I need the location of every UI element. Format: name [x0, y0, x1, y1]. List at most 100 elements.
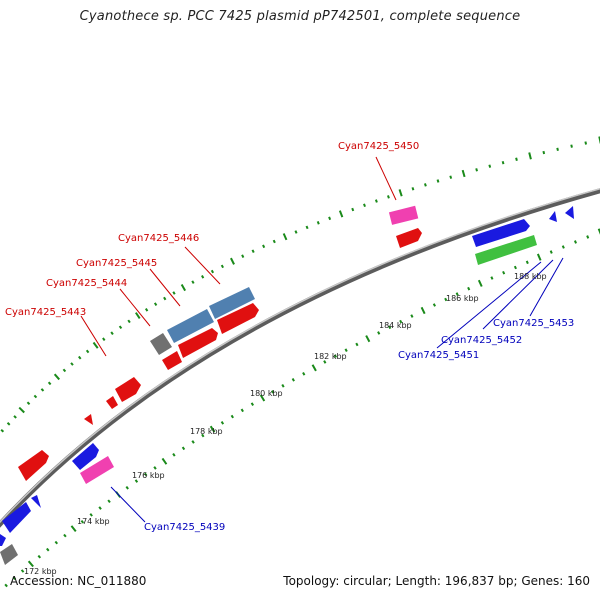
minor-tick [80, 519, 85, 524]
position-label: 178 kbp [190, 427, 223, 436]
position-label: 182 kbp [314, 352, 347, 361]
minor-tick [240, 408, 244, 413]
minor-tick [125, 485, 129, 490]
minor-tick [355, 342, 359, 347]
position-label: 184 kbp [379, 321, 412, 330]
minor-tick [475, 168, 478, 172]
minor-tick [351, 207, 355, 212]
gene-labels: Cyan7425_5450 Cyan7425_5446 Cyan7425_544… [5, 141, 574, 533]
minor-tick [33, 394, 38, 399]
major-tick [597, 228, 600, 235]
major-tick [477, 279, 483, 287]
minor-tick [54, 540, 59, 545]
callout-lines [80, 156, 564, 523]
gene-red-arrow-4[interactable] [18, 450, 49, 481]
gene-steel-box-1[interactable] [167, 309, 214, 343]
gene-label-cyan7425-5451[interactable]: Cyan7425_5451 [398, 350, 479, 361]
minor-tick [488, 164, 492, 168]
minor-tick [449, 175, 453, 179]
minor-tick [387, 195, 390, 199]
minor-tick [26, 401, 31, 406]
gene-label-cyan7425-5452[interactable]: Cyan7425_5452 [441, 335, 522, 346]
gene-label-cyan7425-5450[interactable]: Cyan7425_5450 [338, 141, 419, 152]
gene-blue-arrow[interactable] [472, 219, 530, 247]
minor-tick [70, 362, 74, 366]
minor-tick [241, 254, 245, 258]
major-tick [92, 341, 99, 349]
major-tick [461, 169, 466, 178]
minor-tick [6, 422, 11, 426]
minor-tick [272, 239, 276, 244]
major-tick [209, 425, 216, 433]
minor-tick [118, 325, 123, 330]
minor-tick [37, 554, 42, 559]
minor-tick [251, 249, 255, 254]
minor-tick [294, 230, 298, 234]
minor-tick [377, 331, 381, 335]
major-tick [338, 210, 344, 218]
minor-tick [172, 291, 176, 295]
gene-cyan7425-5450-box[interactable] [388, 205, 419, 225]
gene-pink-box[interactable] [80, 456, 114, 484]
minor-tick [0, 429, 5, 433]
gene-label-cyan7425-5445[interactable]: Cyan7425_5445 [76, 258, 157, 269]
gene-red-tiny[interactable] [84, 414, 93, 425]
minor-tick [230, 414, 234, 419]
minor-tick [561, 245, 565, 249]
minor-tick [89, 513, 93, 517]
minor-tick [250, 402, 255, 406]
minor-tick [62, 368, 67, 373]
minor-tick [201, 433, 205, 438]
minor-tick [556, 147, 559, 151]
gene-red-arrow-2[interactable] [115, 377, 141, 402]
minor-tick [542, 150, 546, 155]
major-tick [53, 373, 61, 381]
major-tick [230, 257, 235, 265]
minor-tick [388, 325, 392, 330]
sequence-summary: Topology: circular; Length: 196,837 bp; … [283, 574, 590, 588]
gene-blue-small-2[interactable] [565, 206, 574, 219]
gene-label-cyan7425-5443[interactable]: Cyan7425_5443 [5, 307, 86, 318]
gene-label-cyan7425-5446[interactable]: Cyan7425_5446 [118, 233, 199, 244]
position-label: 176 kbp [132, 471, 165, 480]
gene-features [0, 205, 574, 565]
minor-tick [144, 472, 148, 477]
gene-blue-edge[interactable] [0, 534, 6, 546]
gene-red-arrow[interactable] [396, 228, 422, 248]
minor-tick [399, 319, 403, 324]
minor-tick [210, 269, 215, 274]
gene-blue-small-1[interactable] [549, 211, 557, 222]
minor-tick [305, 225, 309, 230]
position-labels: 172 kbp 174 kbp 176 kbp 178 kbp 180 kbp … [24, 272, 547, 576]
minor-tick [153, 302, 158, 306]
position-label: 172 kbp [24, 567, 57, 576]
minor-tick [584, 141, 588, 145]
minor-tick [144, 308, 149, 312]
gene-label-cyan7425-5439[interactable]: Cyan7425_5439 [144, 522, 225, 533]
page-title: Cyanothece sp. PCC 7425 plasmid pP742501… [79, 9, 521, 24]
gene-red-arrow-3[interactable] [106, 396, 118, 409]
gene-gray-box[interactable] [150, 333, 172, 355]
gene-gray-edge[interactable] [0, 544, 18, 565]
gene-steel-box-2[interactable] [209, 287, 255, 319]
major-tick [135, 312, 141, 320]
gene-label-cyan7425-5453[interactable]: Cyan7425_5453 [493, 318, 574, 329]
minor-tick [302, 371, 306, 376]
gene-green-box[interactable] [475, 235, 537, 265]
minor-tick [163, 296, 167, 301]
minor-tick [586, 235, 590, 239]
major-tick [420, 306, 426, 315]
gene-red-long-1[interactable] [178, 328, 218, 358]
outer-tick-track [0, 136, 600, 433]
minor-tick [181, 446, 186, 451]
gene-red-small[interactable] [162, 351, 182, 370]
gene-blue-small-3[interactable] [31, 495, 41, 508]
minor-tick [573, 240, 577, 244]
gene-label-cyan7425-5444[interactable]: Cyan7425_5444 [46, 278, 127, 289]
position-label: 174 kbp [77, 517, 110, 526]
major-tick [528, 152, 532, 160]
accession-text: Accession: NC_011880 [10, 574, 147, 588]
gene-blue-arrow-3[interactable] [2, 502, 31, 533]
gene-blue-arrow-2[interactable] [72, 443, 99, 470]
gene-red-long-2[interactable] [217, 303, 259, 334]
